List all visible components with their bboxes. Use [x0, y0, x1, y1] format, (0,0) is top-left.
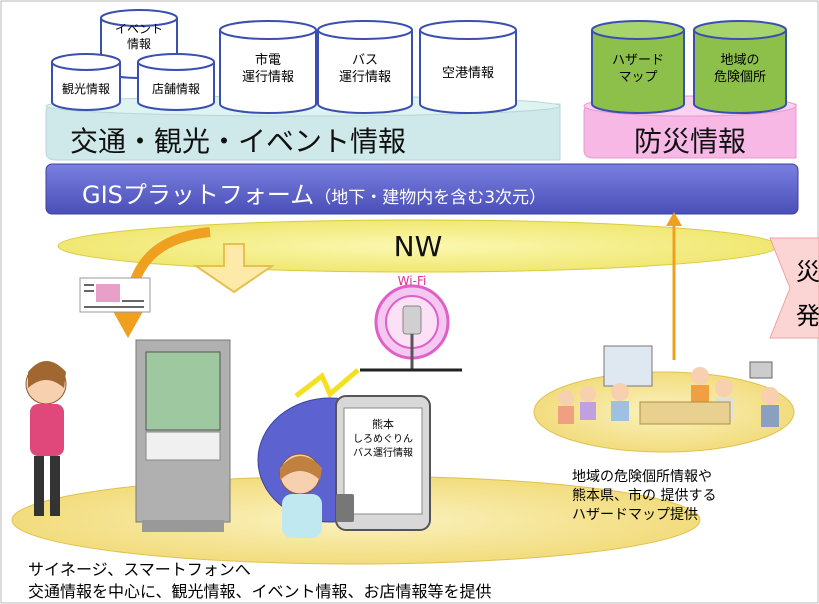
- traffic-info-label: 交通・観光・イベント情報: [70, 125, 407, 158]
- gis-platform-sub: （地下・建物内を含む3次元）: [314, 188, 547, 208]
- gis-platform-label: GISプラットフォーム（地下・建物内を含む3次元）: [82, 175, 546, 210]
- database-bus: [317, 20, 413, 114]
- phone-line-3: バス運行情報: [353, 448, 413, 459]
- bottom-caption-2: 交通情報を中心に、観光情報、イベント情報、お店情報等を提供: [28, 582, 492, 601]
- database-hazard-map: [591, 20, 685, 114]
- database-airport: [419, 20, 517, 114]
- right-caption-2: 熊本県、市の 提供する: [572, 488, 717, 504]
- wifi-access-point: [360, 284, 462, 372]
- db-label-tourism: 観光情報: [61, 82, 110, 96]
- meeting-group: [558, 345, 779, 427]
- gis-platform-bar: [45, 163, 799, 215]
- side-tag-text-1: 災: [796, 258, 819, 286]
- phone-line-2: しろめぐりん: [353, 434, 413, 445]
- digital-signage: [135, 339, 231, 532]
- bottom-caption-1: サイネージ、スマートフォンへ: [28, 560, 251, 579]
- down-arrow: [192, 243, 276, 294]
- right-caption-3: ハザードマップ提供: [572, 507, 698, 523]
- db-label-event: イベント 情報: [114, 22, 163, 51]
- person-with-phone: [279, 453, 354, 538]
- right-caption-1: 地域の危険個所情報や: [572, 469, 712, 485]
- db-label-airport: 空港情報: [441, 66, 494, 81]
- signal-bolt: [294, 368, 360, 399]
- database-danger-spots: [693, 20, 787, 114]
- disaster-info-label: 防災情報: [633, 125, 746, 158]
- db-label-shops: 店舗情報: [151, 82, 200, 96]
- database-tourism: [51, 53, 121, 111]
- database-tram: [219, 20, 317, 114]
- side-tag-text-2: 発: [796, 302, 819, 330]
- side-tag: [769, 237, 819, 339]
- person-walking: [25, 361, 67, 516]
- database-shops: [137, 53, 215, 111]
- db-label-danger-spots: 地域の 危険個所: [713, 53, 766, 85]
- db-label-hazard-map: ハザード マップ: [611, 53, 664, 85]
- db-label-tram: 市電 運行情報: [241, 53, 294, 85]
- orange-arrowhead: [110, 306, 146, 338]
- gis-platform-name: GISプラットフォーム: [82, 181, 315, 209]
- network-label: NW: [393, 230, 443, 263]
- signage-card: [79, 277, 151, 313]
- db-label-bus: バス 運行情報: [338, 53, 391, 85]
- phone-line-1: 熊本: [372, 418, 394, 431]
- smartphone: [335, 395, 431, 531]
- wifi-label: Wi-Fi: [397, 274, 427, 288]
